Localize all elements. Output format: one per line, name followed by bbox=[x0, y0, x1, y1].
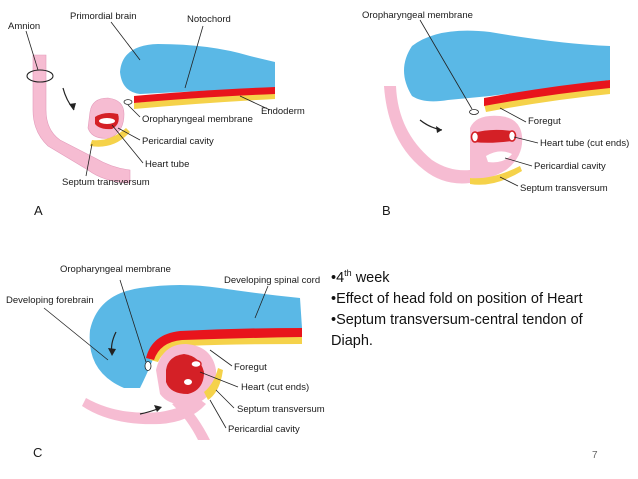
note-septum: •Septum transversum-central tendon of Di… bbox=[331, 312, 583, 349]
fold-arrowhead-c-top bbox=[108, 348, 116, 356]
heart-tube-b bbox=[474, 129, 512, 143]
note-week: •4th week bbox=[331, 268, 621, 289]
label-primordial-brain-a: Primordial brain bbox=[70, 11, 137, 22]
label-endoderm-a: Endoderm bbox=[261, 106, 305, 117]
note-week-rest: week bbox=[351, 270, 390, 286]
heart-tube-cut-end-left-b bbox=[470, 131, 480, 143]
label-pericardial-cavity-b: Pericardial cavity bbox=[534, 161, 606, 172]
pericardial-cavity-b bbox=[486, 151, 512, 163]
endoderm-red-c bbox=[146, 328, 302, 360]
note-week-number: 4 bbox=[336, 270, 345, 286]
amnion-stalk bbox=[32, 54, 131, 184]
label-pericardial-cavity-c: Pericardial cavity bbox=[228, 424, 300, 435]
endoderm-yellow-a bbox=[134, 93, 275, 109]
label-developing-spinal-cord-c: Developing spinal cord bbox=[224, 275, 320, 286]
panel-b: Oropharyngeal membrane Foregut Heart tub… bbox=[362, 10, 629, 218]
septum-b bbox=[470, 166, 522, 185]
notes-text: •4th week •Effect of head fold on positi… bbox=[331, 268, 621, 352]
page-number: 7 bbox=[592, 450, 598, 461]
primordial-brain-a bbox=[120, 44, 275, 94]
endoderm-red-b bbox=[484, 80, 610, 106]
panel-letter-a: A bbox=[34, 203, 43, 218]
body-wall-b bbox=[384, 86, 470, 184]
note-week-suffix: th bbox=[344, 268, 352, 278]
label-developing-forebrain-c: Developing forebrain bbox=[6, 295, 94, 306]
amnion-ring bbox=[26, 69, 54, 83]
label-oropharyngeal-membrane-c: Oropharyngeal membrane bbox=[60, 264, 171, 275]
label-pericardial-cavity-a: Pericardial cavity bbox=[142, 136, 214, 147]
label-foregut-b: Foregut bbox=[528, 116, 561, 127]
note-week-bullet: • bbox=[331, 270, 337, 286]
heart-tube-lumen-a bbox=[99, 118, 115, 124]
panel-c: Oropharyngeal membrane Developing spinal… bbox=[6, 264, 325, 460]
note-head-fold: •Effect of head fold on position of Hear… bbox=[331, 291, 583, 307]
label-amnion-a: Amnion bbox=[8, 21, 40, 32]
oropharyngeal-membrane-a bbox=[123, 99, 133, 105]
developing-brain-c bbox=[89, 285, 302, 388]
label-heart-cut-ends-c: Heart (cut ends) bbox=[241, 382, 309, 393]
label-oropharyngeal-membrane-a: Oropharyngeal membrane bbox=[142, 114, 253, 125]
label-oropharyngeal-membrane-b: Oropharyngeal membrane bbox=[362, 10, 473, 21]
body-stalk-c bbox=[172, 400, 210, 440]
fold-arrowhead-b bbox=[436, 126, 442, 133]
label-septum-transversum-b: Septum transversum bbox=[520, 183, 608, 194]
label-notochord-a: Notochord bbox=[187, 14, 231, 25]
oropharyngeal-membrane-b bbox=[469, 109, 479, 115]
panel-letter-c: C bbox=[33, 445, 42, 460]
heart-cut-end-upper-c bbox=[190, 359, 202, 369]
heart-tube-cut-end-right-b bbox=[507, 130, 517, 142]
primordial-brain-b bbox=[404, 30, 610, 102]
panel-letter-b: B bbox=[382, 203, 391, 218]
label-heart-tube-a: Heart tube bbox=[145, 159, 189, 170]
endoderm-red-a bbox=[134, 87, 275, 103]
panel-a: Amnion Primordial brain Notochord Endode… bbox=[8, 11, 305, 218]
heart-cut-end-lower-c bbox=[184, 379, 192, 385]
body-wall-c bbox=[82, 398, 206, 425]
septum-c bbox=[204, 368, 223, 400]
label-foregut-c: Foregut bbox=[234, 362, 267, 373]
label-septum-transversum-c: Septum transversum bbox=[237, 404, 325, 415]
oropharyngeal-membrane-c bbox=[144, 361, 152, 371]
fold-arrowhead-c-bottom bbox=[154, 405, 162, 412]
endoderm-yellow-b bbox=[484, 86, 610, 112]
label-heart-tube-cut-ends-b: Heart tube (cut ends) bbox=[540, 138, 629, 149]
septum-a bbox=[90, 128, 130, 147]
label-septum-transversum-a: Septum transversum bbox=[62, 177, 150, 188]
fold-arrowhead-a bbox=[69, 103, 76, 110]
endoderm-yellow-c bbox=[150, 336, 302, 362]
